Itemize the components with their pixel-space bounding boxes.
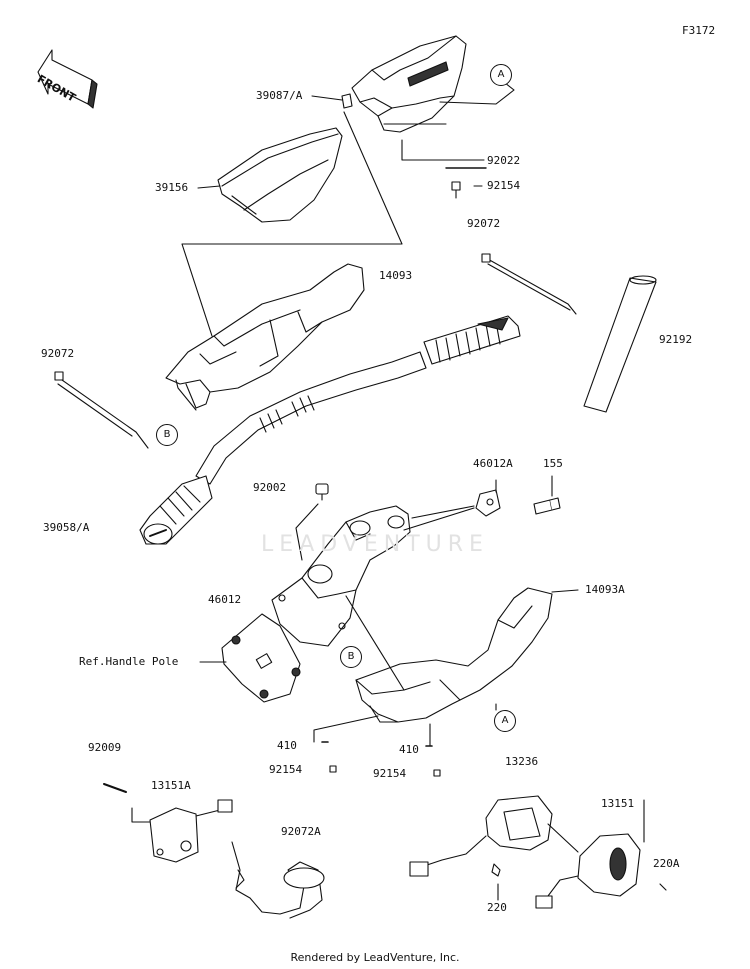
handle-holder-part [271, 505, 411, 647]
lower-cover-part [355, 587, 553, 723]
label-46012a[interactable]: 46012A [472, 457, 514, 470]
label-13151[interactable]: 13151 [600, 797, 636, 810]
label-92072-right[interactable]: 92072 [466, 217, 502, 230]
label-39058a[interactable]: 39058/A [42, 521, 91, 534]
clamp-part [475, 489, 501, 517]
label-220[interactable]: 220 [486, 901, 508, 914]
screw-92009-part [103, 783, 127, 793]
cable-tie-left-part [54, 371, 149, 449]
switch-left-part [149, 799, 233, 863]
screw-part [451, 181, 461, 199]
label-13151a[interactable]: 13151A [150, 779, 192, 792]
label-92072a[interactable]: 92072A [280, 825, 322, 838]
label-13236[interactable]: 13236 [504, 755, 540, 768]
bolt-part [315, 483, 329, 501]
label-92154-left[interactable]: 92154 [268, 763, 304, 776]
label-14093a[interactable]: 14093A [584, 583, 626, 596]
label-220a[interactable]: 220A [652, 857, 681, 870]
label-39156[interactable]: 39156 [154, 181, 190, 194]
label-39087a[interactable]: 39087/A [255, 89, 304, 102]
label-92154-top[interactable]: 92154 [486, 179, 522, 192]
callout-a-lower[interactable]: A [494, 710, 516, 732]
front-arrow-icon [37, 49, 98, 109]
bracket-part [231, 841, 325, 919]
meter-lens-part [217, 127, 343, 223]
handlebar-part [195, 351, 427, 485]
label-46012[interactable]: 46012 [207, 593, 243, 606]
callout-b-lower[interactable]: B [340, 646, 362, 668]
label-92072-left[interactable]: 92072 [40, 347, 76, 360]
callout-b-left[interactable]: B [156, 424, 178, 446]
label-14093[interactable]: 14093 [378, 269, 414, 282]
footer-credit: Rendered by LeadVenture, Inc. [290, 951, 460, 964]
label-410-right[interactable]: 410 [398, 743, 420, 756]
upper-cover-part [165, 263, 365, 411]
handle-pole-plate [221, 613, 301, 703]
grip-right-part [423, 315, 521, 365]
emblem-cover-part [341, 35, 467, 133]
switch-right-part [409, 795, 553, 877]
label-92022[interactable]: 92022 [486, 154, 522, 167]
grip-left-part [139, 475, 213, 545]
label-155[interactable]: 155 [542, 457, 564, 470]
figure-id: F3172 [682, 24, 716, 37]
watermark-text: LEADVENTURE [261, 532, 489, 557]
label-ref-handle-pole[interactable]: Ref.Handle Pole [78, 655, 180, 668]
label-410-left[interactable]: 410 [276, 739, 298, 752]
label-92154-right[interactable]: 92154 [372, 767, 408, 780]
callout-a-top[interactable]: A [490, 64, 512, 86]
label-92192[interactable]: 92192 [658, 333, 694, 346]
label-92002[interactable]: 92002 [252, 481, 288, 494]
switch-13151-part [535, 833, 641, 909]
bolt-155-part [533, 497, 561, 515]
cable-tie-right-part [481, 253, 577, 315]
label-92009[interactable]: 92009 [87, 741, 123, 754]
tube-part [583, 275, 657, 413]
